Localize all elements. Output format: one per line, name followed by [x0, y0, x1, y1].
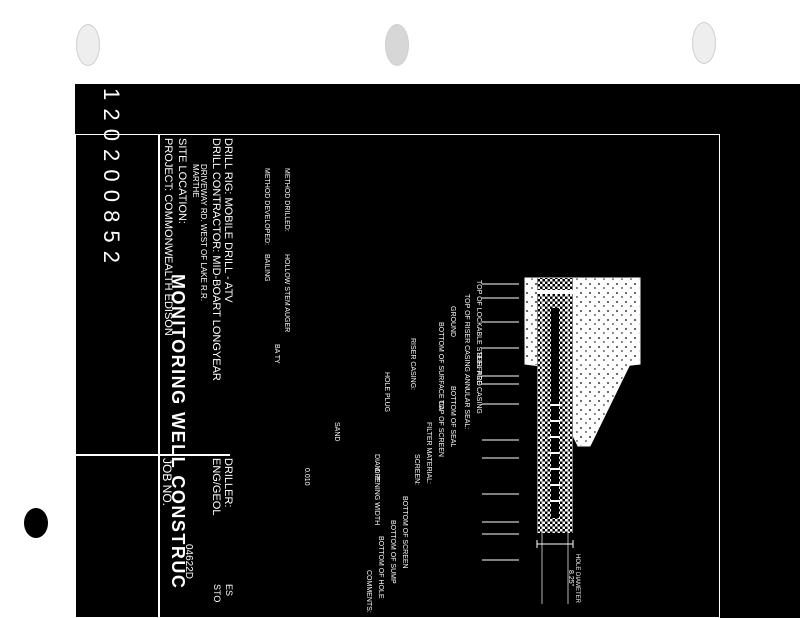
punch-hole-center	[385, 24, 409, 66]
punch-hole-right	[692, 22, 716, 64]
ink-blot	[24, 508, 48, 538]
callout-screen: SCREEN:	[413, 454, 420, 486]
punch-hole-left	[76, 24, 100, 66]
callout-bottom-of-seal: BOTTOM OF SEAL	[449, 386, 456, 448]
leader-lines	[482, 283, 519, 561]
callout-ground: GROUND	[449, 306, 456, 338]
hole-diameter-dimension	[536, 540, 574, 548]
protective-casing	[537, 290, 573, 604]
callout-bottom-of-screen: BOTTOM OF SCREEN	[401, 496, 408, 569]
callout-bottom-of-hole: BOTTOM OF HOLE	[377, 536, 384, 599]
callout-screen-slot: OPENING WIDTH	[373, 468, 380, 526]
callout-screen-slot-value: 0.010	[303, 468, 310, 486]
well-construction-diagram	[482, 277, 641, 604]
callout-bottom-of-surface-casing: BOTTOM OF SURFACE CA	[437, 322, 444, 411]
callout-top-of-riser-casing: TOP OF RISER CASING	[463, 294, 470, 372]
callout-filter-material: FILTER MATERIAL:	[425, 422, 432, 484]
callout-surface-casing: SURFACE CASING	[475, 352, 482, 414]
hole-diameter-value: 8.25"	[567, 570, 574, 587]
callout-comments: COMMENTS:	[365, 570, 372, 613]
rotated-form-content: 1 2 0 2 0 0 8 5 2 MONITORING WELL CONSTR…	[75, 84, 800, 618]
callout-annular-seal-value: HOLE PLUG	[383, 372, 390, 413]
callout-annular-seal: ANNULAR SEAL:	[463, 374, 470, 430]
callout-riser-casing-value: BA TY	[273, 344, 280, 364]
screen-slots	[550, 404, 560, 502]
scanned-form-sheet: 1 2 0 2 0 0 8 5 2 MONITORING WELL CONSTR…	[75, 84, 800, 618]
well-annulus	[537, 278, 573, 533]
callout-filter-material-value: SAND	[333, 422, 340, 442]
hole-diameter-label: HOLE DIAMETER	[574, 554, 580, 604]
callout-top-of-screen: TOP OF SCREEN	[437, 400, 444, 457]
callout-riser-casing: RISER CASING:	[409, 338, 416, 391]
callout-bottom-of-sump: BOTTOM OF SUMP	[389, 520, 396, 584]
